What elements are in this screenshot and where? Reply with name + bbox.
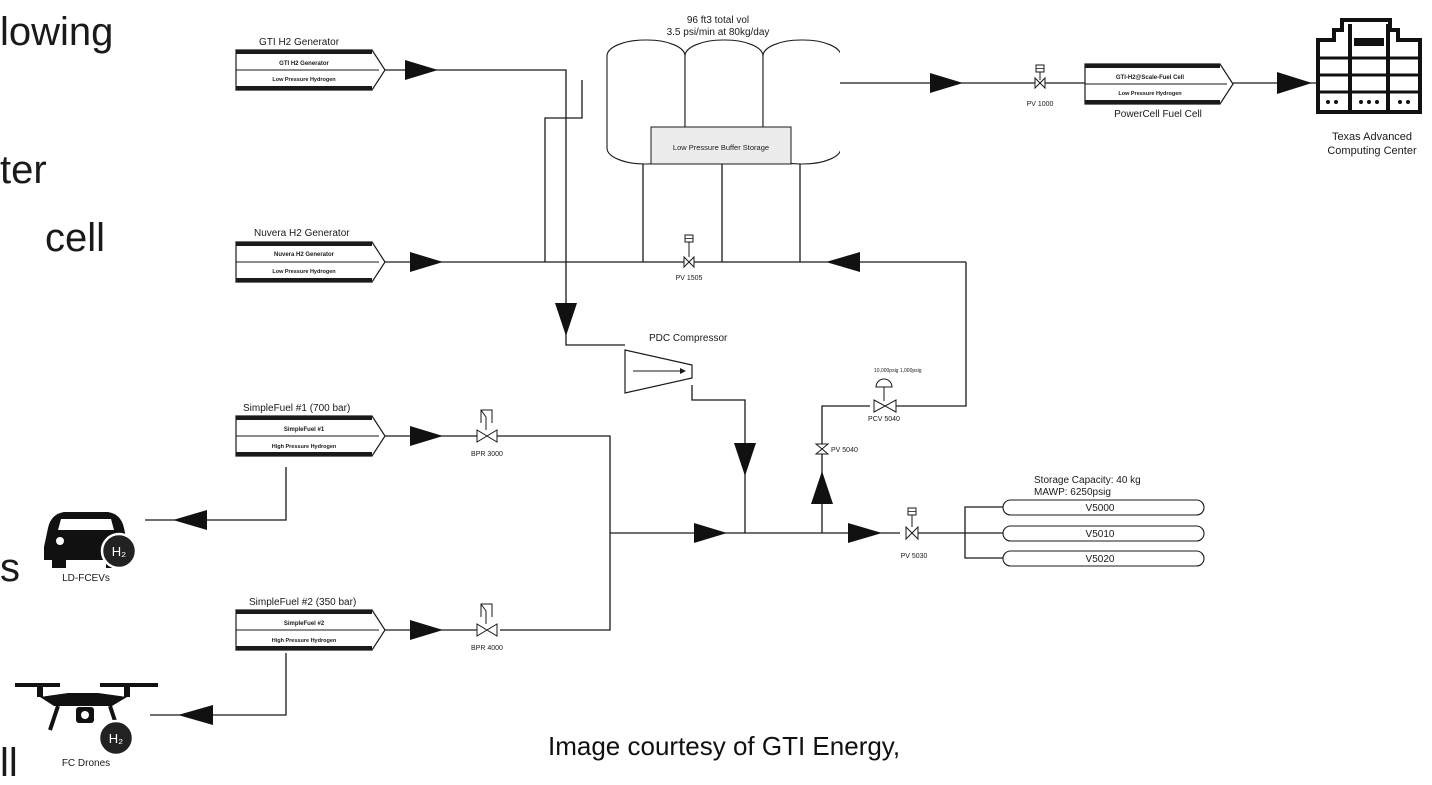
pdc-compressor: PDC Compressor (624, 333, 728, 394)
source-type: Low Pressure Hydrogen (272, 77, 336, 83)
source-simplefuel-1: SimpleFuel #1 (700 bar) SimpleFuel #1 Hi… (235, 403, 386, 457)
source-type: Low Pressure Hydrogen (272, 269, 336, 275)
tank-label: V5000 (1086, 503, 1115, 514)
valve-label: BPR 3000 (471, 451, 503, 458)
image-credit: Image courtesy of GTI Energy, (548, 731, 901, 761)
slide-text-fragment: ter (0, 148, 47, 192)
source-type: High Pressure Hydrogen (272, 444, 337, 450)
source-name: SimpleFuel #2 (284, 621, 325, 627)
valve-pcv-5040: 10,000psig 1,000psig PCV 5040 (868, 368, 922, 423)
car-icon: H₂ (44, 512, 138, 570)
arrow-right (848, 523, 882, 543)
valve-label: PCV 5040 (868, 416, 900, 423)
tacc-label-line1: Texas Advanced (1332, 131, 1412, 143)
low-pressure-buffer-storage: 96 ft3 total vol 3.5 psi/min at 80kg/day… (606, 15, 840, 165)
slide-text-fragment: lowing (0, 10, 114, 54)
source-type: High Pressure Hydrogen (272, 638, 337, 644)
arrow-right (405, 60, 438, 80)
arrow-right (410, 252, 443, 272)
arrow-left (173, 510, 207, 530)
valve-label: PV 1000 (1027, 101, 1054, 108)
arrow-up (811, 471, 833, 504)
source-gti-h2-generator: GTI H2 Generator GTI H2 Generator Low Pr… (235, 37, 386, 91)
source-title: SimpleFuel #1 (700 bar) (243, 403, 350, 414)
tank-label: V5010 (1086, 529, 1115, 540)
valve-setpoints: 10,000psig 1,000psig (874, 368, 922, 374)
buffer-rate: 3.5 psi/min at 80kg/day (667, 27, 770, 38)
source-nuvera-h2-generator: Nuvera H2 Generator Nuvera H2 Generator … (235, 228, 386, 283)
valve-pv-1505: PV 1505 (676, 234, 703, 282)
storage-capacity: Storage Capacity: 40 kg (1034, 475, 1141, 486)
arrow-down (555, 303, 577, 336)
arrow-right (1277, 72, 1312, 94)
valve-bpr-3000: BPR 3000 (471, 409, 503, 458)
h2-badge: H₂ (109, 731, 123, 746)
high-pressure-storage: Storage Capacity: 40 kg MAWP: 6250psig V… (1002, 475, 1205, 567)
source-title: GTI H2 Generator (259, 37, 340, 48)
compressor-label: PDC Compressor (649, 333, 728, 344)
source-simplefuel-2: SimpleFuel #2 (350 bar) SimpleFuel #2 Hi… (235, 597, 386, 651)
fuel-cell-type: Low Pressure Hydrogen (1118, 91, 1182, 97)
arrow-right (694, 523, 727, 543)
fuel-cell-name: GTI-H2@Scale-Fuel Cell (1116, 75, 1185, 81)
valve-label: PV 5040 (831, 447, 858, 454)
arrow-down (734, 443, 756, 476)
car-label: LD-FCEVs (62, 573, 110, 584)
h2-badge: H₂ (112, 544, 126, 559)
arrow-right (410, 620, 443, 640)
slide-text-fragment: s (0, 546, 20, 590)
source-title: Nuvera H2 Generator (254, 228, 350, 239)
tank-label: V5020 (1086, 554, 1115, 565)
valve-label: PV 1505 (676, 275, 703, 282)
valve-label: BPR 4000 (471, 645, 503, 652)
tacc-label-line2: Computing Center (1327, 145, 1417, 157)
source-name: Nuvera H2 Generator (274, 252, 335, 258)
source-title: SimpleFuel #2 (350 bar) (249, 597, 356, 608)
source-name: GTI H2 Generator (279, 61, 329, 67)
valve-pv-1000: PV 1000 (1027, 64, 1054, 108)
drone-label: FC Drones (62, 758, 110, 769)
fuel-cell-box: GTI-H2@Scale-Fuel Cell Low Pressure Hydr… (1084, 63, 1234, 120)
valve-pv-5040: PV 5040 (814, 443, 858, 455)
arrow-right (410, 426, 443, 446)
arrow-right (930, 73, 963, 93)
valve-label: PV 5030 (901, 553, 928, 560)
arrow-left (178, 705, 213, 725)
drone-icon: H₂ (15, 683, 158, 757)
server-icon (1316, 18, 1422, 114)
valve-pv-5030: PV 5030 (901, 507, 928, 560)
source-name: SimpleFuel #1 (284, 427, 325, 433)
flow-arrows (173, 60, 1312, 725)
buffer-volume: 96 ft3 total vol (687, 15, 749, 26)
slide-text-fragment: cell (45, 216, 106, 260)
storage-mawp: MAWP: 6250psig (1034, 487, 1111, 498)
fuel-cell-caption: PowerCell Fuel Cell (1114, 109, 1202, 120)
arrow-left (826, 252, 860, 272)
valve-bpr-4000: BPR 4000 (471, 603, 503, 652)
buffer-label: Low Pressure Buffer Storage (673, 143, 769, 152)
